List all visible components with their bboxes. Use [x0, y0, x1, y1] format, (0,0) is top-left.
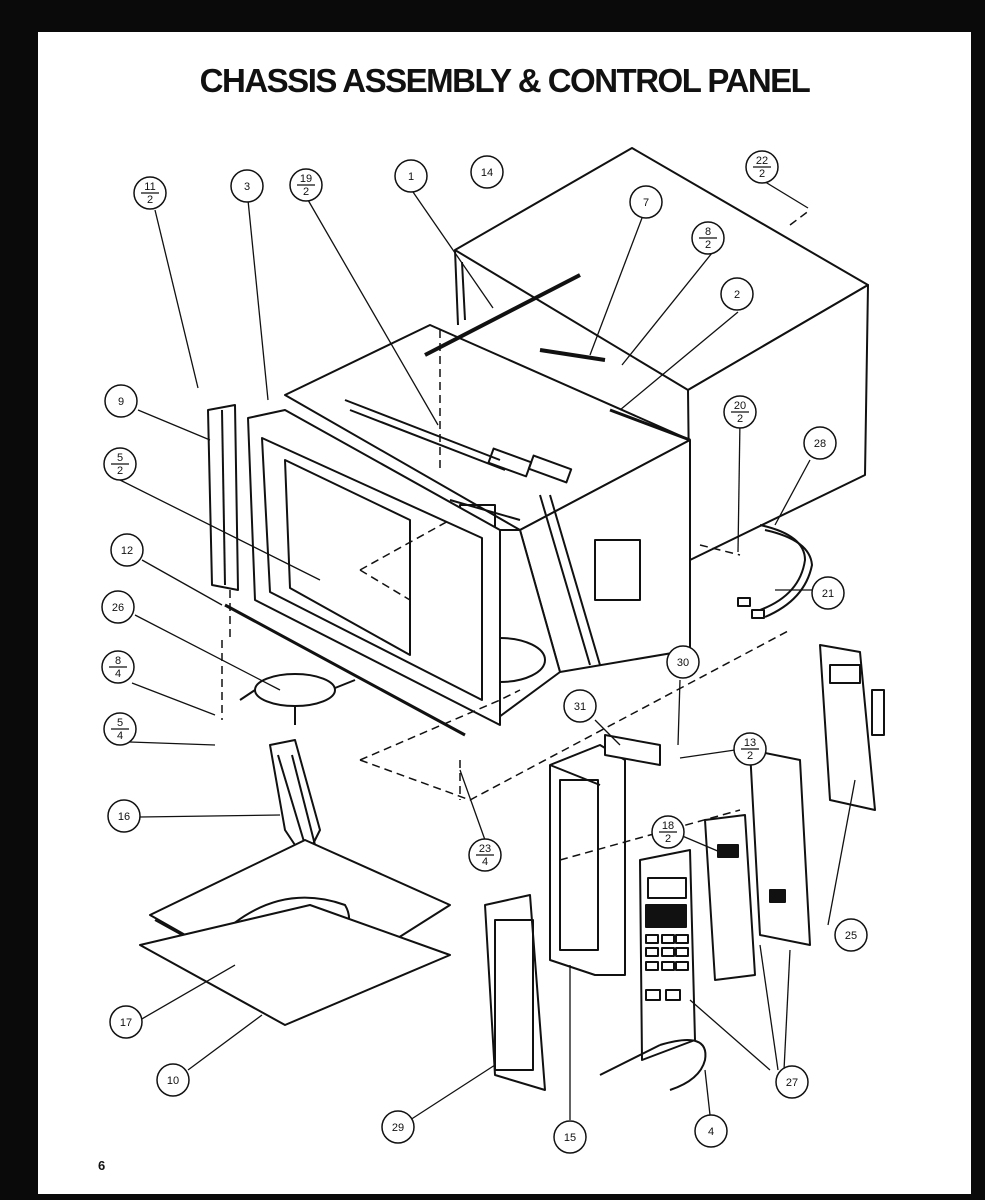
callout-4: 4	[694, 1114, 728, 1148]
svg-text:7: 7	[643, 197, 649, 209]
callout-7: 7	[629, 185, 663, 219]
scan-border-top	[0, 0, 985, 32]
callout-14: 14	[470, 155, 504, 189]
leader-lines	[119, 179, 856, 1121]
svg-text:5: 5	[117, 452, 123, 464]
callout-17: 17	[109, 1005, 143, 1039]
svg-text:18: 18	[662, 820, 674, 832]
stirrer-part	[239, 673, 356, 725]
callout-2: 2	[720, 277, 754, 311]
svg-text:23: 23	[479, 843, 491, 855]
svg-text:1: 1	[408, 171, 414, 183]
svg-text:2: 2	[737, 413, 743, 425]
svg-text:30: 30	[677, 657, 689, 669]
bracket-part	[604, 734, 661, 766]
svg-text:2: 2	[734, 289, 740, 301]
callout-1: 1	[394, 159, 428, 193]
trim-panel-part	[484, 894, 546, 1091]
callout-20-2: 202	[723, 395, 757, 429]
svg-text:4: 4	[117, 730, 123, 742]
callout-8-4: 84	[101, 650, 135, 684]
relay-board-part	[819, 644, 885, 811]
hinge-bar-part	[207, 404, 239, 591]
callout-19-2: 192	[289, 168, 323, 202]
scan-border-bottom	[0, 1194, 985, 1200]
callout-15: 15	[553, 1120, 587, 1154]
callout-3: 3	[230, 169, 264, 203]
thermistor-probe-part	[599, 1039, 707, 1091]
svg-text:2: 2	[759, 168, 765, 180]
callout-26: 26	[101, 590, 135, 624]
callout-27: 27	[775, 1065, 809, 1099]
svg-text:21: 21	[822, 588, 834, 600]
callout-29: 29	[381, 1110, 415, 1144]
callout-12: 12	[110, 533, 144, 567]
insulation-sheet-part	[139, 904, 451, 1026]
svg-text:19: 19	[300, 173, 312, 185]
svg-text:29: 29	[392, 1122, 404, 1134]
scan-border-right	[971, 0, 985, 1200]
svg-text:5: 5	[117, 717, 123, 729]
outer-case-part	[454, 147, 869, 561]
svg-text:4: 4	[708, 1126, 714, 1138]
callout-5-4: 54	[103, 712, 137, 746]
scan-border-left	[0, 0, 38, 1200]
callout-28: 28	[803, 426, 837, 460]
callout-10: 10	[156, 1063, 190, 1097]
svg-text:4: 4	[115, 668, 121, 680]
svg-text:13: 13	[744, 737, 756, 749]
assembly-guide-lines	[221, 209, 811, 861]
svg-text:15: 15	[564, 1132, 576, 1144]
callout-30: 30	[666, 645, 700, 679]
bottom-rail-part	[224, 603, 466, 737]
svg-text:2: 2	[147, 194, 153, 206]
control-board-part	[704, 749, 811, 981]
svg-text:8: 8	[115, 655, 121, 667]
svg-text:10: 10	[167, 1075, 179, 1087]
callout-23-4: 234	[468, 838, 502, 872]
callout-5-2: 52	[103, 447, 137, 481]
callout-25: 25	[834, 918, 868, 952]
callout-13-2: 132	[733, 732, 767, 766]
svg-text:2: 2	[705, 239, 711, 251]
svg-text:2: 2	[303, 186, 309, 198]
front-frame-part	[247, 409, 501, 726]
svg-text:2: 2	[747, 750, 753, 762]
svg-text:25: 25	[845, 930, 857, 942]
page-title: CHASSIS ASSEMBLY & CONTROL PANEL	[199, 62, 811, 99]
svg-text:26: 26	[112, 602, 124, 614]
svg-text:20: 20	[734, 400, 746, 412]
svg-text:12: 12	[121, 545, 133, 557]
svg-text:2: 2	[117, 465, 123, 477]
svg-text:4: 4	[482, 856, 488, 868]
callout-11-2: 112	[133, 176, 167, 210]
support-column-part	[269, 739, 321, 861]
svg-text:9: 9	[118, 396, 124, 408]
callout-18-2: 182	[651, 815, 685, 849]
svg-text:27: 27	[786, 1077, 798, 1089]
svg-text:2: 2	[665, 833, 671, 845]
callout-16: 16	[107, 799, 141, 833]
callout-9: 9	[104, 384, 138, 418]
svg-text:17: 17	[120, 1017, 132, 1029]
svg-text:8: 8	[705, 226, 711, 238]
svg-text:22: 22	[756, 155, 768, 167]
svg-text:14: 14	[481, 167, 493, 179]
callout-31: 31	[563, 689, 597, 723]
svg-text:31: 31	[574, 701, 586, 713]
svg-text:11: 11	[144, 181, 155, 193]
page-number: 6	[98, 1158, 106, 1173]
control-housing-part	[549, 744, 626, 976]
callout-22-2: 222	[745, 150, 779, 184]
callout-8-2: 82	[691, 221, 725, 255]
svg-text:28: 28	[814, 438, 826, 450]
svg-text:16: 16	[118, 811, 130, 823]
keypad-panel-part	[639, 849, 696, 1061]
callout-21: 21	[811, 576, 845, 610]
wire-harness-part	[737, 524, 813, 619]
top-bracket-part	[424, 273, 581, 357]
svg-text:3: 3	[244, 181, 250, 193]
